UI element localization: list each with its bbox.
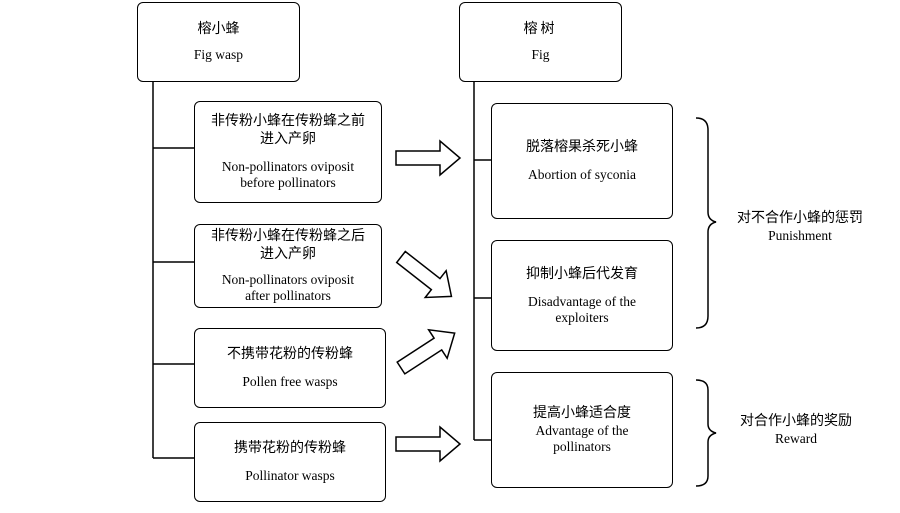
wasp-box-pollen-free: 不携带花粉的传粉蜂 Pollen free wasps [194, 328, 386, 408]
punishment-label: 对不合作小蜂的惩罚 Punishment [716, 210, 884, 244]
fig-header-box: 榕树 Fig [459, 2, 622, 82]
wasp-box-after-pollinators: 非传粉小蜂在传粉蜂之后 进入产卵 Non-pollinators oviposi… [194, 224, 382, 308]
arrow-down-right-2 [395, 250, 453, 299]
fig-box-1-zh: 脱落榕果杀死小蜂 [526, 140, 638, 155]
fig-box-advantage: 提高小蜂适合度 Advantage of the pollinators [491, 372, 673, 488]
fig-wasp-header-box: 榕小蜂 Fig wasp [137, 2, 300, 82]
punishment-en: Punishment [768, 228, 832, 243]
wasp-box-2-zh: 非传粉小蜂在传粉蜂之后 进入产卵 [211, 229, 365, 262]
wasp-box-2-en: Non-pollinators oviposit after pollinato… [221, 272, 355, 303]
wasp-box-4-zh: 携带花粉的传粉蜂 [234, 441, 346, 456]
punishment-brace [695, 117, 717, 329]
wasp-box-1-en: Non-pollinators oviposit before pollinat… [221, 159, 355, 190]
reward-brace [695, 379, 717, 487]
arrow-up-right-3 [396, 328, 456, 375]
punishment-zh: 对不合作小蜂的惩罚 [737, 211, 863, 226]
fig-header-en: Fig [531, 47, 550, 62]
wasp-box-3-en: Pollen free wasps [242, 374, 338, 389]
wasp-box-4-en: Pollinator wasps [245, 468, 335, 483]
wasp-box-before-pollinators: 非传粉小蜂在传粉蜂之前 进入产卵 Non-pollinators oviposi… [194, 101, 382, 203]
reward-label: 对合作小蜂的奖励 Reward [716, 413, 876, 447]
wasp-box-3-zh: 不携带花粉的传粉蜂 [227, 347, 353, 362]
fig-box-disadvantage: 抑制小蜂后代发育 Disadvantage of the exploiters [491, 240, 673, 351]
fig-box-3-en: Advantage of the pollinators [535, 423, 629, 454]
wasp-box-1-zh: 非传粉小蜂在传粉蜂之前 进入产卵 [211, 114, 365, 147]
fig-wasp-header-zh: 榕小蜂 [197, 22, 240, 37]
fig-box-2-zh: 抑制小蜂后代发育 [526, 266, 638, 282]
fig-box-abortion: 脱落榕果杀死小蜂 Abortion of syconia [491, 103, 673, 219]
fig-box-3-zh: 提高小蜂适合度 [533, 406, 631, 421]
wasp-box-pollinator: 携带花粉的传粉蜂 Pollinator wasps [194, 422, 386, 502]
arrow-right-4 [395, 425, 462, 463]
fig-header-zh: 榕树 [523, 22, 558, 37]
reward-en: Reward [775, 431, 817, 446]
fig-wasp-header-en: Fig wasp [193, 47, 244, 62]
reward-zh: 对合作小蜂的奖励 [740, 414, 852, 429]
arrow-right-1 [395, 139, 462, 177]
fig-box-1-en: Abortion of syconia [528, 167, 636, 182]
fig-box-2-en: Disadvantage of the exploiters [528, 293, 636, 325]
